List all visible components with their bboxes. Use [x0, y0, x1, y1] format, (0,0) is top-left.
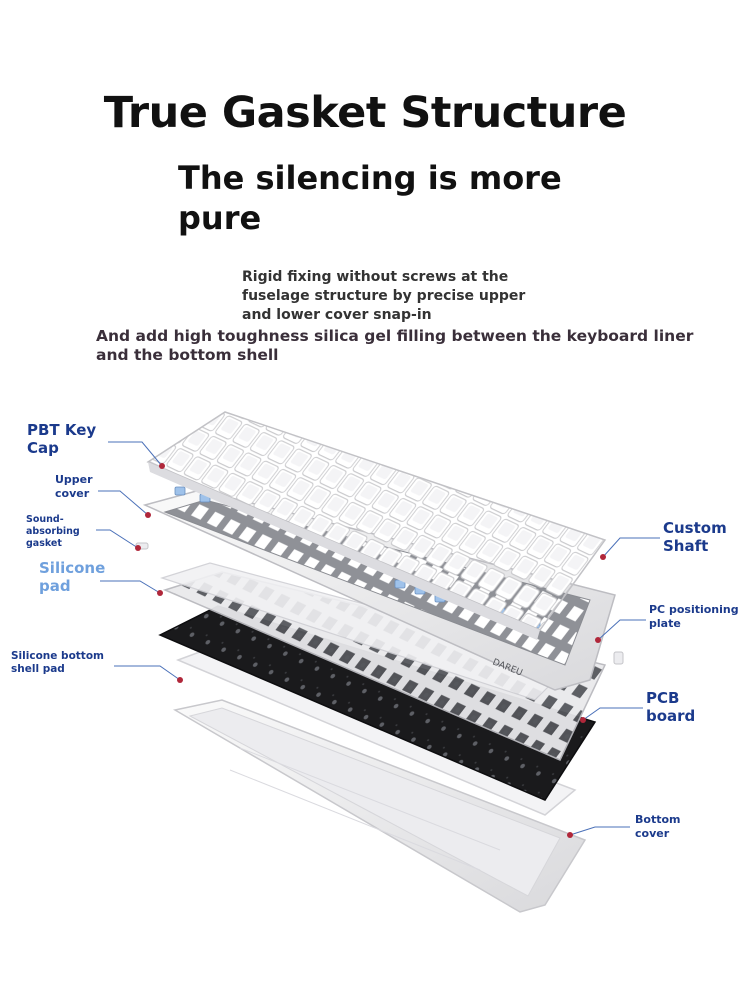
pcb-board-layer — [158, 605, 597, 801]
callout-markers — [135, 463, 606, 838]
description-snap-in: Rigid fixing without screws at the fusel… — [242, 269, 526, 323]
page-subtitle: The silencing is more pure — [178, 159, 562, 237]
silicone-bottom-shell-pad-layer — [175, 649, 577, 816]
pbt-keycap-layer — [146, 411, 607, 640]
callout-leader-lines — [96, 441, 660, 836]
label-bottom-cover: Bottom cover — [635, 813, 681, 840]
label-sound-absorbing-gasket: Sound-absorbing gasket — [26, 514, 80, 549]
label-silicone-pad: Silicone pad — [39, 559, 106, 595]
label-custom-shaft: Custom Shaft — [663, 519, 727, 555]
sound-absorbing-gasket-pieces — [135, 542, 624, 665]
label-pcb-board: PCB board — [646, 689, 696, 725]
label-upper-cover: Upper cover — [55, 473, 93, 500]
label-pbt-keycap: PBT Key Cap — [27, 421, 97, 457]
label-silicone-bottom-shell-pad: Silicone bottom shell pad — [11, 650, 104, 675]
upper-cover-layer: DAREU — [142, 489, 616, 691]
description-silica-gel: And add high toughness silica gel fillin… — [96, 327, 694, 364]
bottom-cover-layer — [172, 699, 587, 913]
label-pc-positioning-plate: PC positioning plate — [649, 603, 739, 630]
page-title: True Gasket Structure — [103, 88, 627, 138]
exploded-keyboard-illustration: DAREU — [96, 411, 660, 913]
